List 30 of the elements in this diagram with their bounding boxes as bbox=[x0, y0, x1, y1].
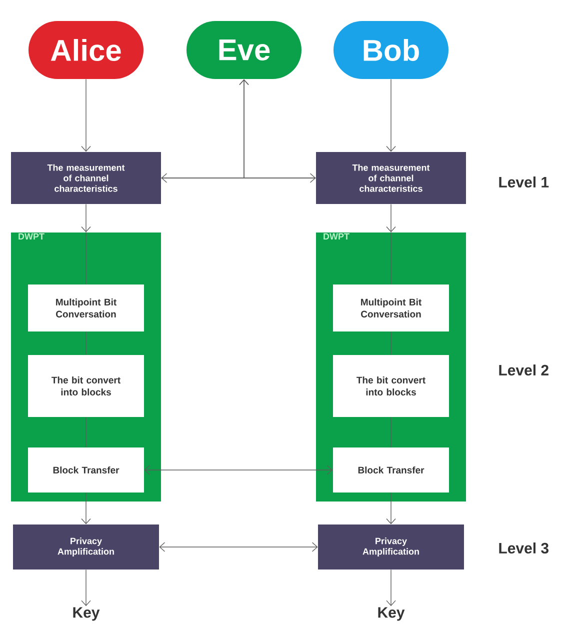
output-label: Key bbox=[378, 607, 405, 621]
step-box: Multipoint Bit Conversation bbox=[333, 284, 449, 332]
level-label: Level 2 bbox=[499, 364, 548, 376]
arrow bbox=[81, 492, 91, 524]
process-box: Privacy Amplification bbox=[318, 524, 464, 570]
arrow bbox=[159, 542, 318, 552]
party-pill: Bob bbox=[334, 21, 448, 79]
arrow bbox=[386, 204, 396, 232]
arrow bbox=[81, 204, 91, 232]
party-pill: Alice bbox=[28, 21, 144, 79]
arrow bbox=[144, 465, 333, 475]
level-label: Level 1 bbox=[499, 176, 549, 188]
process-box: Privacy Amplification bbox=[13, 524, 159, 570]
arrow bbox=[161, 173, 316, 183]
party-pill: Eve bbox=[186, 21, 302, 79]
arrow bbox=[81, 78, 91, 152]
step-box: Block Transfer bbox=[333, 448, 449, 492]
step-box: Block Transfer bbox=[28, 448, 144, 492]
arrow bbox=[386, 78, 396, 152]
step-box: The bit convert into blocks bbox=[333, 355, 449, 417]
process-box: The measurement of channel characteristics bbox=[316, 152, 466, 204]
arrow bbox=[386, 492, 396, 524]
level-label: Level 3 bbox=[499, 542, 548, 554]
arrow bbox=[81, 569, 91, 606]
process-box: The measurement of channel characteristics bbox=[11, 152, 161, 204]
arrow bbox=[386, 569, 396, 606]
output-label: Key bbox=[73, 607, 100, 621]
step-box: The bit convert into blocks bbox=[28, 355, 144, 417]
arrow bbox=[239, 79, 316, 178]
step-box: Multipoint Bit Conversation bbox=[28, 284, 144, 332]
